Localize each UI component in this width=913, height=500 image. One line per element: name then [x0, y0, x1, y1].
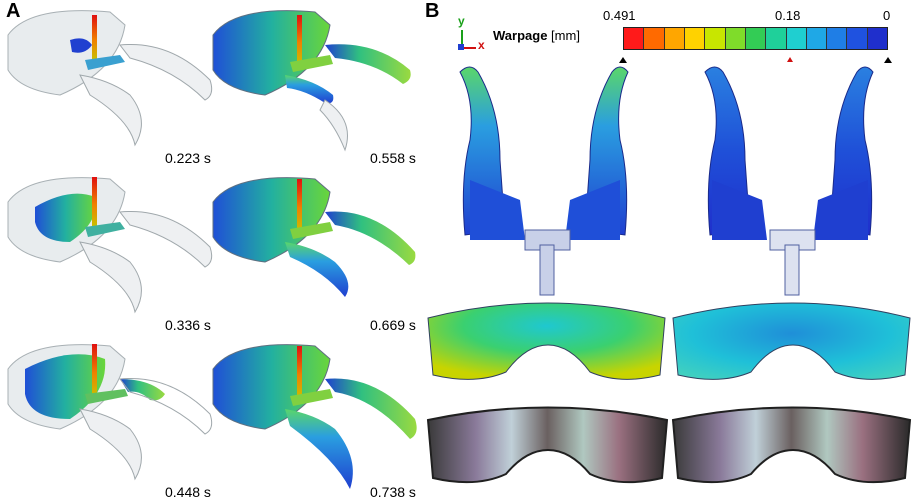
- time-label-4: 0.669 s: [370, 317, 416, 333]
- time-label-5: 0.448 s: [165, 484, 211, 500]
- colorbar-cell: [705, 28, 726, 49]
- design-left-temples: [459, 66, 629, 296]
- colorbar-cell: [684, 28, 706, 49]
- colorbar-cell: [725, 28, 746, 49]
- snapshot-0558: [212, 10, 411, 152]
- scale-min: 0: [883, 8, 891, 23]
- time-label-1: 0.223 s: [165, 150, 211, 166]
- axis-y-label: y: [458, 14, 465, 28]
- design-right-temples: [704, 66, 874, 296]
- panel-label-a: A: [6, 0, 21, 22]
- colorbar-marker-mid: [787, 57, 793, 62]
- colorbar-cell: [867, 28, 888, 49]
- colorbar-cell: [847, 28, 868, 49]
- scale-max: 0.491: [603, 8, 636, 23]
- axis-indicator: [458, 30, 476, 50]
- colorbar-cell: [766, 28, 787, 49]
- colorbar-cell: [786, 28, 807, 49]
- panel-label-b: B: [425, 0, 440, 22]
- legend-title: Warpage [mm]: [493, 28, 580, 43]
- snapshot-0336: [7, 177, 213, 314]
- colorbar-cell: [624, 28, 645, 49]
- colorbar-cell: [827, 28, 848, 49]
- lens-left-photo: [426, 406, 669, 484]
- time-label-6: 0.738 s: [370, 484, 416, 500]
- colorbar-cell: [644, 28, 665, 49]
- colorbar-marker-right: [884, 57, 892, 63]
- time-label-2: 0.558 s: [370, 150, 416, 166]
- lens-right-simulation: [672, 302, 911, 380]
- warpage-colorbar: [623, 27, 888, 50]
- axis-x-label: x: [478, 38, 485, 52]
- legend-title-text: Warpage: [493, 28, 548, 43]
- lens-right-photo: [671, 406, 912, 484]
- colorbar-cell: [664, 28, 685, 49]
- snapshot-0223: [7, 10, 213, 147]
- legend-unit: [mm]: [551, 28, 580, 43]
- snapshot-0738: [212, 344, 417, 489]
- time-label-3: 0.336 s: [165, 317, 211, 333]
- snapshot-0448: [7, 344, 213, 481]
- colorbar-cell: [806, 28, 828, 49]
- colorbar-cell: [745, 28, 767, 49]
- scale-mid: 0.18: [775, 8, 801, 23]
- lens-left-simulation: [427, 302, 666, 380]
- snapshot-0669: [212, 177, 416, 297]
- colorbar-marker-left: [619, 57, 627, 63]
